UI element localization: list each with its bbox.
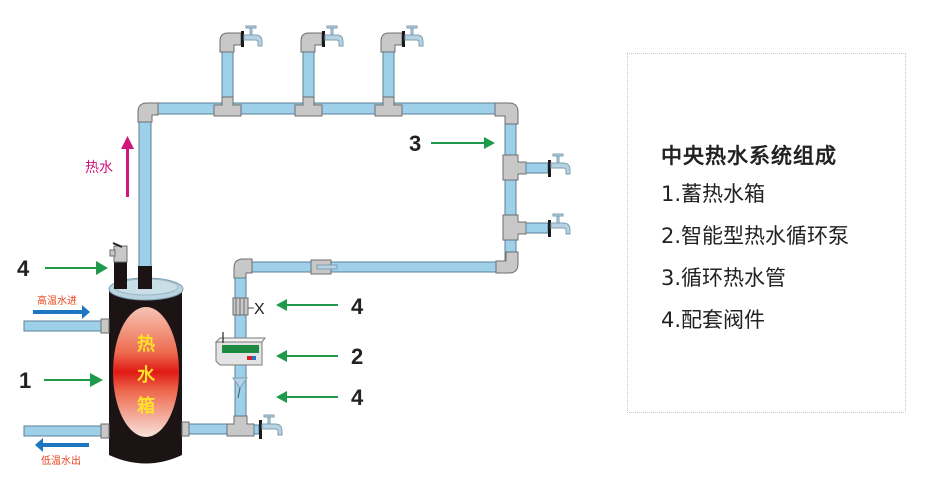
- check-valve: [232, 377, 248, 399]
- hot-water-label: 热水: [85, 160, 113, 176]
- hot-water-arrow: [121, 136, 134, 197]
- tank-inlet-pipe: [23, 318, 110, 334]
- outlet-arrow: [35, 438, 89, 452]
- callout-number-valve-check: 4: [351, 294, 364, 319]
- tank-low-outlet-pipe: [23, 421, 190, 439]
- callout-number-tank: 1: [19, 368, 31, 393]
- callout-3: 3: [409, 131, 495, 156]
- callout-number-valve-lower: 4: [351, 385, 364, 410]
- tap-stub-pipe: [253, 424, 260, 435]
- inlet-label: 高温水进: [37, 294, 77, 307]
- callout-number-valve-top: 4: [17, 256, 30, 281]
- legend-item-pipe: 3.循环热水管: [661, 266, 787, 290]
- callout-number-pump: 2: [351, 344, 363, 369]
- callout-number-pipe: 3: [409, 131, 421, 156]
- faucet-right-1: [548, 153, 571, 177]
- callout-1: 1: [19, 368, 103, 393]
- callout-4-lower: 4: [276, 385, 364, 410]
- valve-x-label: X: [254, 301, 265, 318]
- faucet-top-3: [402, 25, 424, 47]
- faucet-bottom: [259, 414, 283, 439]
- tee-fitting-bottom: [226, 415, 255, 437]
- right-branch-pipes: [525, 162, 549, 234]
- elbow-fitting-top-left: [137, 102, 159, 123]
- tank-label-char-2: 水: [137, 364, 156, 386]
- tee-fittings-top: [213, 96, 403, 117]
- tank-label-char-1: 热: [137, 333, 155, 355]
- gate-valve: X: [232, 297, 265, 318]
- pipe-union: [310, 259, 338, 275]
- faucet-right-2: [548, 213, 571, 237]
- elbow-fitting-return-left: [233, 258, 253, 279]
- riser-pipe: [138, 117, 152, 274]
- faucet-top-2: [322, 25, 344, 47]
- legend-item-valves: 4.配套阀件: [661, 308, 766, 332]
- branch-risers: [221, 49, 395, 101]
- elbow-fitting-return-right: [495, 251, 519, 274]
- tank-top-fittings: [109, 242, 152, 289]
- legend-panel: 中央热水系统组成 1.蓄热水箱 2.智能型热水循环泵 3.循环热水管 4.配套阀…: [627, 53, 906, 413]
- tank-heat-glow: [113, 307, 179, 437]
- tank-label-char-3: 箱: [137, 395, 155, 417]
- faucet-top-1: [241, 25, 263, 47]
- hot-water-tank: 热 水 箱: [108, 277, 184, 464]
- circulation-pump: [214, 332, 266, 366]
- legend-title: 中央热水系统组成: [661, 144, 837, 168]
- tap-elbows-top: [219, 32, 403, 53]
- right-vertical-pipe: [504, 114, 517, 266]
- inlet-arrow: [33, 305, 90, 319]
- return-pipe: [245, 261, 507, 273]
- outlet-label: 低温水出: [41, 454, 81, 467]
- legend-item-tank: 1.蓄热水箱: [661, 182, 766, 206]
- elbow-fitting-top-right: [494, 102, 519, 125]
- top-main-pipe: [149, 102, 506, 115]
- tee-fittings-right: [502, 154, 527, 241]
- callout-4-x: 4: [276, 294, 364, 319]
- callout-4-top: 4: [17, 256, 108, 281]
- legend-item-pump: 2.智能型热水循环泵: [661, 224, 850, 248]
- callout-2: 2: [276, 344, 363, 369]
